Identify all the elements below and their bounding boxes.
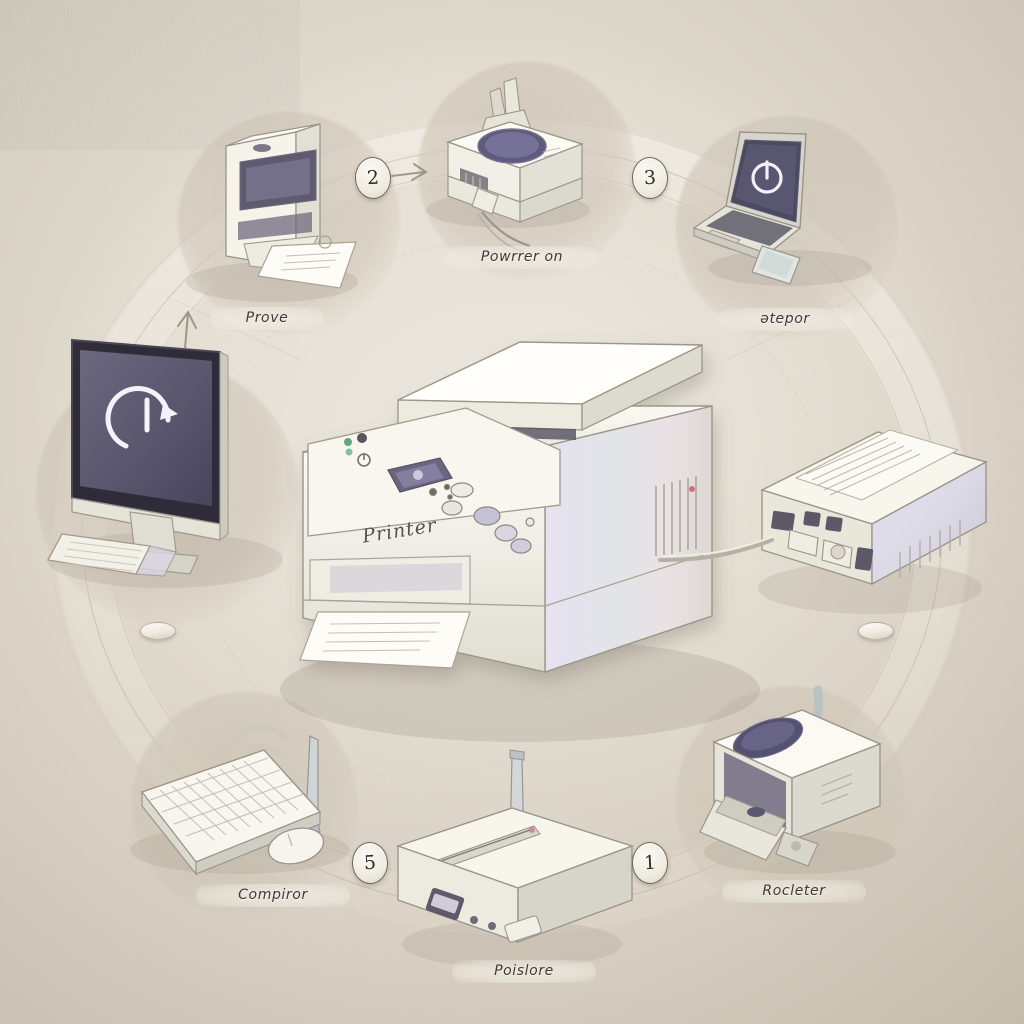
caption-restore: Poislore [452, 960, 596, 983]
ring-node-left [140, 622, 176, 640]
caption-print: Prove [210, 307, 324, 330]
ring-node-right [858, 622, 894, 640]
caption-power-on: Powrrer on [445, 246, 599, 269]
caption-stepor: ətepor [718, 308, 852, 331]
caption-computer: Compiror [196, 884, 350, 907]
caption-router: Rocleter [722, 880, 866, 903]
